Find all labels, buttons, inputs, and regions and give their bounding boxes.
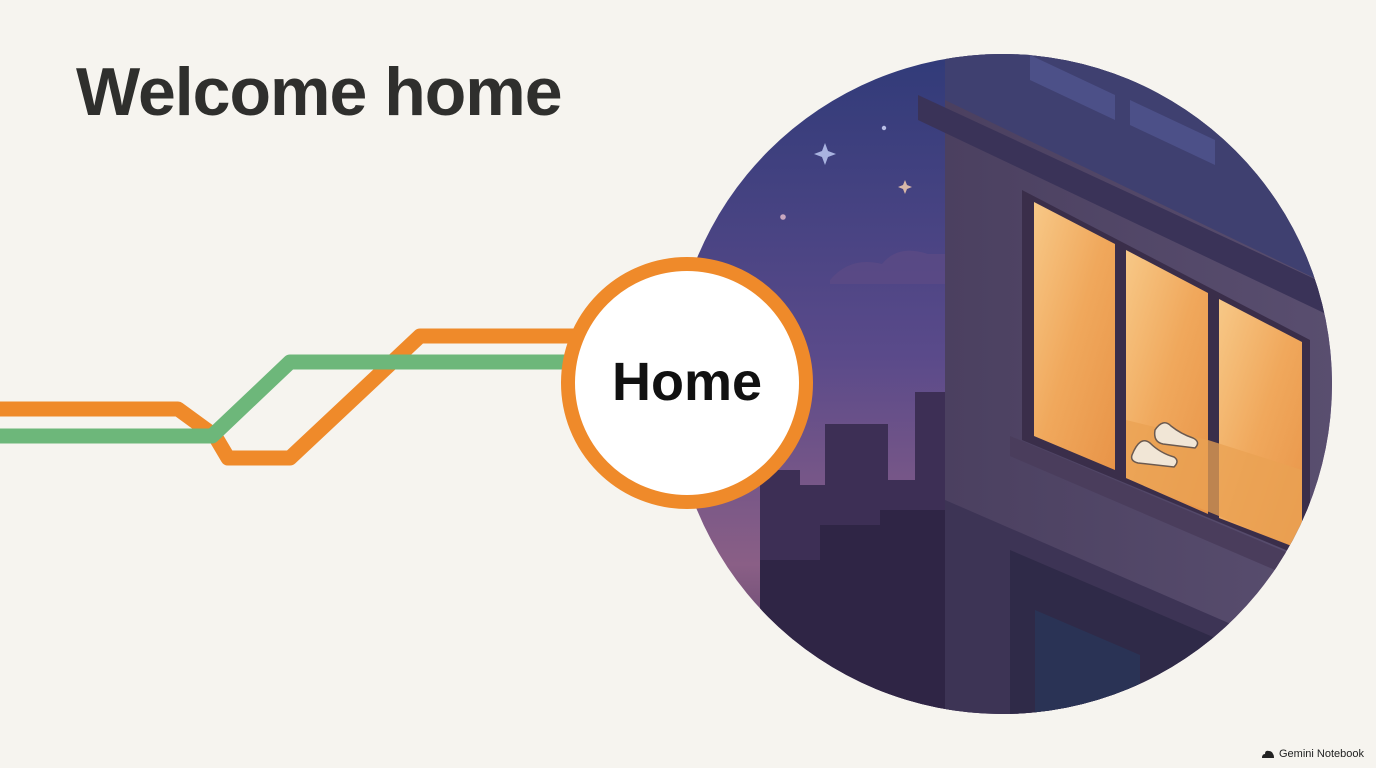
star-icon: [814, 143, 836, 165]
watermark-text: Gemini Notebook: [1279, 748, 1364, 760]
orange-line: [0, 328, 580, 466]
star-icon: [881, 125, 887, 131]
star-icon: [898, 180, 912, 194]
sneakers-icon: [1130, 422, 1199, 468]
watermark: Gemini Notebook: [1261, 748, 1364, 760]
cloud-shape: [830, 250, 958, 284]
upper-window: [1030, 55, 1115, 120]
transit-lines: [0, 328, 580, 466]
station-marker: [561, 257, 813, 509]
star-icon: [780, 214, 786, 220]
station-label: Home: [611, 352, 763, 412]
night-scene: [672, 54, 1332, 714]
window-sill: [1010, 436, 1310, 585]
interior-floor: [1126, 420, 1302, 550]
cloud-icon: [1262, 750, 1274, 758]
balcony-ledge: [918, 95, 1332, 330]
window-pane: [1034, 202, 1115, 470]
page-title: Welcome home: [76, 54, 563, 130]
green-line: [0, 354, 580, 444]
upper-window: [1130, 100, 1215, 165]
